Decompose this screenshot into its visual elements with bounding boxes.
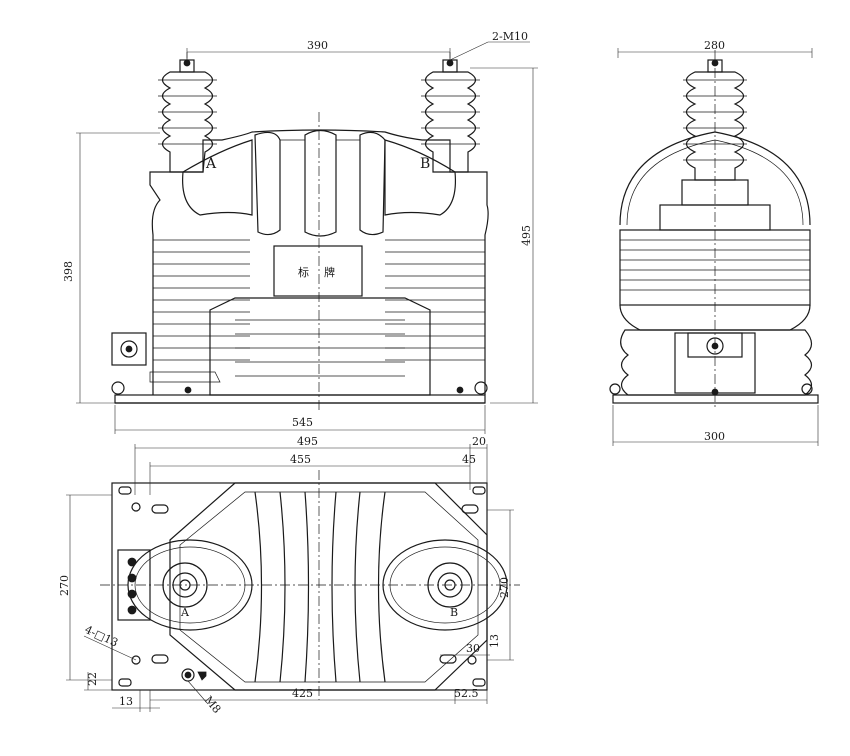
- dim-300: 300: [704, 430, 725, 443]
- front-lifting-eye-left: [111, 381, 125, 395]
- front-base-plate: [114, 394, 486, 404]
- plan-slot-br: [472, 678, 486, 687]
- callout-4-holes: 4-□13: [83, 623, 120, 650]
- dim-13-right: 13: [488, 634, 501, 648]
- dim-30: 30: [466, 642, 480, 655]
- label-b-plan: B: [450, 606, 458, 619]
- label-a-plan: A: [180, 606, 190, 619]
- dim-390: 390: [307, 39, 328, 52]
- nameplate: [273, 245, 363, 297]
- plan-dimensions: 495 20 455 45 270 270 13 30 4-□13 22 13 …: [58, 435, 514, 716]
- dim-20: 20: [472, 435, 486, 448]
- front-view: A B: [111, 52, 489, 410]
- dim-398: 398: [62, 261, 75, 282]
- callout-2-m10: 2-M10: [492, 30, 528, 43]
- dim-22: 22: [86, 672, 99, 686]
- front-ribs: [254, 129, 386, 237]
- dim-45: 45: [462, 453, 476, 466]
- front-body: [149, 129, 489, 395]
- front-horn-a: [182, 139, 253, 216]
- front-lifting-eye-right: [474, 381, 488, 395]
- plan-view: A B: [100, 470, 520, 700]
- insulator-left: [158, 52, 217, 173]
- plan-body: [169, 482, 488, 691]
- dim-425: 425: [292, 687, 313, 700]
- dim-545: 545: [292, 416, 313, 429]
- dim-270-left: 270: [58, 575, 71, 596]
- front-horn-b: [384, 139, 457, 216]
- plan-slot-bl: [118, 678, 132, 687]
- plan-slot-tr: [472, 486, 486, 495]
- nameplate-char-2: 牌: [324, 265, 335, 279]
- callout-m8: M8: [202, 694, 224, 716]
- label-b-front: B: [420, 156, 430, 172]
- dim-455: 455: [290, 453, 311, 466]
- dim-13-bottom: 13: [119, 695, 133, 708]
- side-dimensions: 280 300: [612, 39, 819, 446]
- front-corrugation-right: [385, 239, 485, 361]
- dim-52-5: 52.5: [454, 687, 479, 700]
- nameplate-char-1: 标: [298, 265, 309, 279]
- dim-270-right: 270: [498, 577, 511, 598]
- side-base-plate: [612, 394, 819, 404]
- side-view: [609, 50, 819, 410]
- label-a-front: A: [205, 156, 217, 172]
- front-lower-body: [209, 297, 431, 396]
- dim-280: 280: [704, 39, 725, 52]
- front-terminal-box: [111, 332, 147, 366]
- dim-495: 495: [520, 225, 533, 246]
- front-dimensions: 390 2-M10 398 495 545: [62, 30, 538, 434]
- dim-495-plan: 495: [297, 435, 318, 448]
- front-corrugation-left: [153, 239, 250, 361]
- plan-slot-tl: [118, 486, 132, 495]
